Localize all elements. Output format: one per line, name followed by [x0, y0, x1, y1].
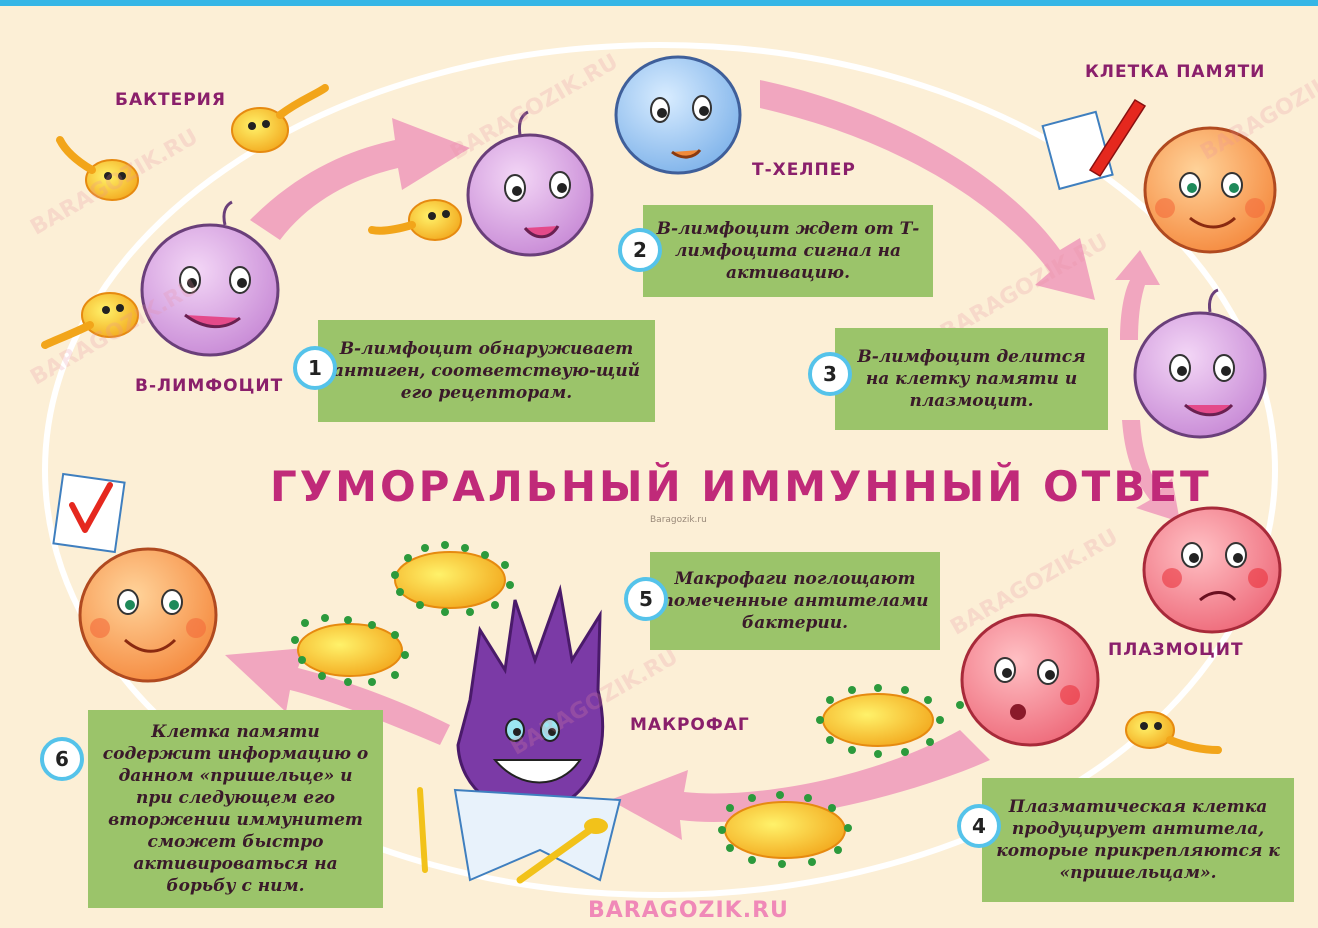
page-subtitle: Baragozik.ru	[650, 515, 707, 525]
page-title: ГУМОРАЛЬНЫЙ ИММУННЫЙ ОТВЕТ	[270, 462, 1070, 511]
notepad-pencil-icon	[1043, 100, 1145, 189]
plasma-cell-icon	[962, 615, 1098, 745]
step-5-box: Макрофаги поглощают помеченные антителам…	[650, 552, 940, 650]
label-plasma-cell: ПЛАЗМОЦИТ	[1108, 640, 1244, 660]
t-helper-icon	[616, 57, 740, 173]
step-5-text: Макрофаги поглощают помеченные антителам…	[660, 568, 930, 634]
step-2-text: В-лимфоцит ждет от Т-лимфоцита сигнал на…	[653, 218, 923, 284]
arrow-3-up-to-memory	[1115, 250, 1160, 340]
checkmark-note-icon	[53, 474, 124, 552]
label-bacteria: БАКТЕРИЯ	[115, 90, 226, 110]
step-5-number: 5	[624, 577, 668, 621]
step-4-box: Плазматическая клетка продуцирует антите…	[982, 778, 1294, 902]
step-1-box: В-лимфоцит обнаруживает антиген, соответ…	[318, 320, 655, 422]
brand-logo-text: BARAGOZIK.RU	[588, 898, 789, 923]
plasma-cell-icon	[1144, 508, 1280, 632]
step-6-number: 6	[40, 737, 84, 781]
step-1-text: В-лимфоцит обнаруживает антиген, соответ…	[328, 338, 645, 404]
label-macrophage: МАКРОФАГ	[630, 715, 750, 735]
memory-cell-icon	[80, 549, 216, 681]
label-memory-cell: КЛЕТКА ПАМЯТИ	[1085, 62, 1265, 82]
step-1-number: 1	[293, 346, 337, 390]
step-2-number: 2	[618, 228, 662, 272]
bacteria-icon	[1126, 712, 1218, 750]
step-4-text: Плазматическая клетка продуцирует антите…	[992, 796, 1284, 884]
step-3-box: В-лимфоцит делится на клетку памяти и пл…	[835, 328, 1108, 430]
bacteria-icon	[372, 200, 461, 240]
step-3-number: 3	[808, 352, 852, 396]
step-3-text: В-лимфоцит делится на клетку памяти и пл…	[845, 346, 1098, 412]
step-6-box: Клетка памяти содержит информацию о данн…	[88, 710, 383, 908]
label-b-lymphocyte: В-ЛИМФОЦИТ	[135, 376, 283, 396]
step-2-box: В-лимфоцит ждет от Т-лимфоцита сигнал на…	[643, 205, 933, 297]
step-4-number: 4	[957, 804, 1001, 848]
b-lymphocyte-icon	[1135, 290, 1265, 437]
step-6-text: Клетка памяти содержит информацию о данн…	[98, 721, 373, 897]
label-t-helper: Т-ХЕЛПЕР	[752, 160, 856, 180]
